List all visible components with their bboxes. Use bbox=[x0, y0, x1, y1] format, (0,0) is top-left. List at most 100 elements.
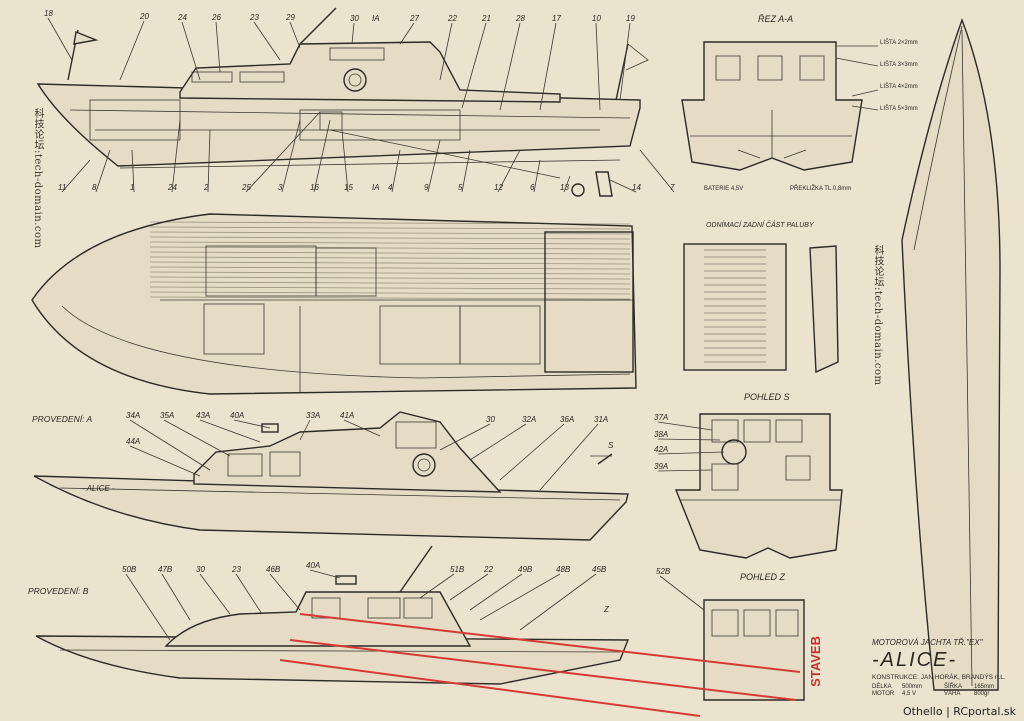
view-s-callout: 42A bbox=[654, 445, 668, 454]
side-profile-view bbox=[36, 7, 649, 197]
version-b-callout: 22 bbox=[483, 565, 493, 574]
version-b-leader-line bbox=[269, 573, 301, 611]
version-a-callout: 43A bbox=[196, 411, 210, 420]
version-a-callout: 32A bbox=[522, 415, 536, 424]
side-bottom-callout: 12 bbox=[494, 183, 503, 192]
view-s-callout: 38A bbox=[654, 430, 668, 439]
version-b-leader-line bbox=[125, 573, 171, 641]
side-top-leader-line bbox=[253, 21, 281, 61]
title-subtitle: MOTOROVÁ JACHTA TŘ."EX" bbox=[872, 638, 983, 647]
spec-label: ŠÍŘKA bbox=[944, 684, 963, 690]
removable-deck-heading: ODNÍMACÍ ZADNÍ ČÁST PALUBY bbox=[706, 222, 814, 229]
side-top-leader-line bbox=[499, 22, 521, 111]
strip-note-1: LIŠTA 2×2mm bbox=[880, 40, 918, 46]
side-bottom-leader-line bbox=[95, 149, 111, 193]
side-bottom-leader-line bbox=[61, 159, 91, 193]
version-a-heading: PROVEDENÍ: A bbox=[32, 414, 93, 424]
side-top-callout: 28 bbox=[515, 14, 525, 23]
version-a-leader-line bbox=[199, 419, 261, 443]
spec-value: 800gr bbox=[974, 691, 990, 697]
version-b-callout: Z bbox=[603, 605, 610, 614]
side-bottom-leader-line bbox=[281, 119, 301, 193]
spec-table: DÉLKA 500mm ŠÍŘKA 165mm MOTOR 4,5 V VÁHA… bbox=[872, 684, 1022, 697]
view-s-callout: 39A bbox=[654, 462, 668, 471]
strip-note-4: LIŠTA 5×3mm bbox=[880, 106, 918, 112]
version-b-leader-line bbox=[235, 573, 263, 615]
version-b-callout: 30 bbox=[196, 565, 205, 574]
version-a-leader-line bbox=[129, 445, 201, 477]
version-a-callout: 35A bbox=[160, 411, 174, 420]
version-a-callout: 44A bbox=[126, 437, 140, 446]
version-a-leader-line bbox=[343, 419, 381, 437]
version-b-callout: 47B bbox=[158, 565, 173, 574]
version-b-leader-line bbox=[161, 573, 191, 621]
side-top-leader-line bbox=[595, 22, 601, 111]
version-b-leader-line bbox=[449, 573, 489, 601]
version-a-leader-line bbox=[163, 419, 231, 457]
side-top-callout: 19 bbox=[626, 14, 635, 23]
strip-note-3: LIŠTA 4×2mm bbox=[880, 84, 918, 90]
plan-view bbox=[31, 213, 637, 395]
spec-value: 4,5 V bbox=[902, 691, 917, 697]
side-bottom-callout: 11 bbox=[58, 183, 66, 192]
view-s bbox=[674, 413, 843, 559]
side-top-callout: 24 bbox=[177, 13, 187, 22]
version-b-callout: 48B bbox=[556, 565, 571, 574]
version-a-callout: 31A bbox=[594, 415, 608, 424]
version-b-leader-line bbox=[419, 573, 455, 599]
side-top-leader-line bbox=[215, 21, 221, 73]
side-bottom-callout: 9 bbox=[424, 183, 429, 192]
side-bottom-callout: 2 bbox=[203, 183, 209, 192]
side-top-leader-line bbox=[539, 22, 557, 111]
version-b-leader-line bbox=[479, 573, 561, 621]
designer-line: KONSTRUKCE: JAN HORÁK, BRANDÝS n.L. bbox=[872, 674, 1006, 681]
spec-label: DÉLKA bbox=[872, 684, 892, 690]
side-bottom-leader-line bbox=[461, 149, 471, 193]
side-bottom-leader-line bbox=[533, 159, 541, 193]
version-a-callout: 36A bbox=[560, 415, 574, 424]
side-bottom-leader-line bbox=[313, 119, 331, 193]
side-bottom-callout: IA bbox=[372, 183, 380, 192]
spec-value: 500mm bbox=[902, 684, 923, 690]
section-aa-view bbox=[681, 41, 879, 171]
view-s-leader-line bbox=[657, 438, 721, 441]
title-block: MOTOROVÁ JACHTA TŘ."EX" -ALICE- KONSTRUK… bbox=[872, 638, 1022, 697]
view-s-leader-line bbox=[657, 421, 713, 431]
section-aa-heading: ŘEZ A-A bbox=[758, 14, 794, 24]
version-b-leader-line bbox=[309, 569, 341, 579]
version-a-callout: 40A bbox=[230, 411, 244, 420]
side-bottom-callout: 6 bbox=[530, 183, 535, 192]
version-a-view bbox=[33, 411, 629, 541]
side-bottom-leader-line bbox=[563, 175, 571, 193]
side-bottom-callout: 5 bbox=[458, 183, 463, 192]
side-bottom-callout: 15 bbox=[344, 183, 353, 192]
version-b-leader-line bbox=[199, 573, 231, 615]
red-stamp: STAVEB bbox=[808, 636, 823, 687]
spec-label: MOTOR bbox=[872, 691, 895, 697]
side-top-callout: 26 bbox=[211, 13, 221, 22]
side-top-leader-line bbox=[47, 17, 73, 61]
side-top-leader-line bbox=[119, 20, 145, 81]
side-top-callout: 29 bbox=[285, 13, 295, 22]
side-bottom-leader-line bbox=[131, 149, 135, 193]
version-a-leader-line bbox=[499, 423, 565, 481]
version-a-leader-line bbox=[299, 419, 311, 441]
side-bottom-leader-line bbox=[207, 129, 211, 193]
side-bottom-callout: 3 bbox=[278, 183, 283, 192]
watermark-left: 科技论坛:tech-domain.com bbox=[32, 108, 43, 249]
plywood-note: PŘEKLIŽKA TL.0,8mm bbox=[790, 186, 852, 192]
side-top-leader-line bbox=[619, 22, 631, 101]
side-bottom-leader-line bbox=[639, 149, 675, 193]
version-a-callout: 34A bbox=[126, 411, 140, 420]
hull-name-label: - ALICE - bbox=[82, 484, 115, 493]
side-top-leader-line bbox=[439, 22, 453, 81]
version-b-callout: 49B bbox=[518, 565, 533, 574]
side-bottom-leader-line bbox=[497, 149, 521, 193]
side-top-callout: 30 bbox=[350, 14, 359, 23]
side-top-leader-line bbox=[461, 22, 487, 109]
side-bottom-callout: 7 bbox=[670, 183, 675, 192]
boat-name: -ALICE- bbox=[872, 649, 958, 671]
strip-note-2: LIŠTA 3×3mm bbox=[880, 62, 918, 68]
version-b-leader-line bbox=[519, 573, 597, 631]
